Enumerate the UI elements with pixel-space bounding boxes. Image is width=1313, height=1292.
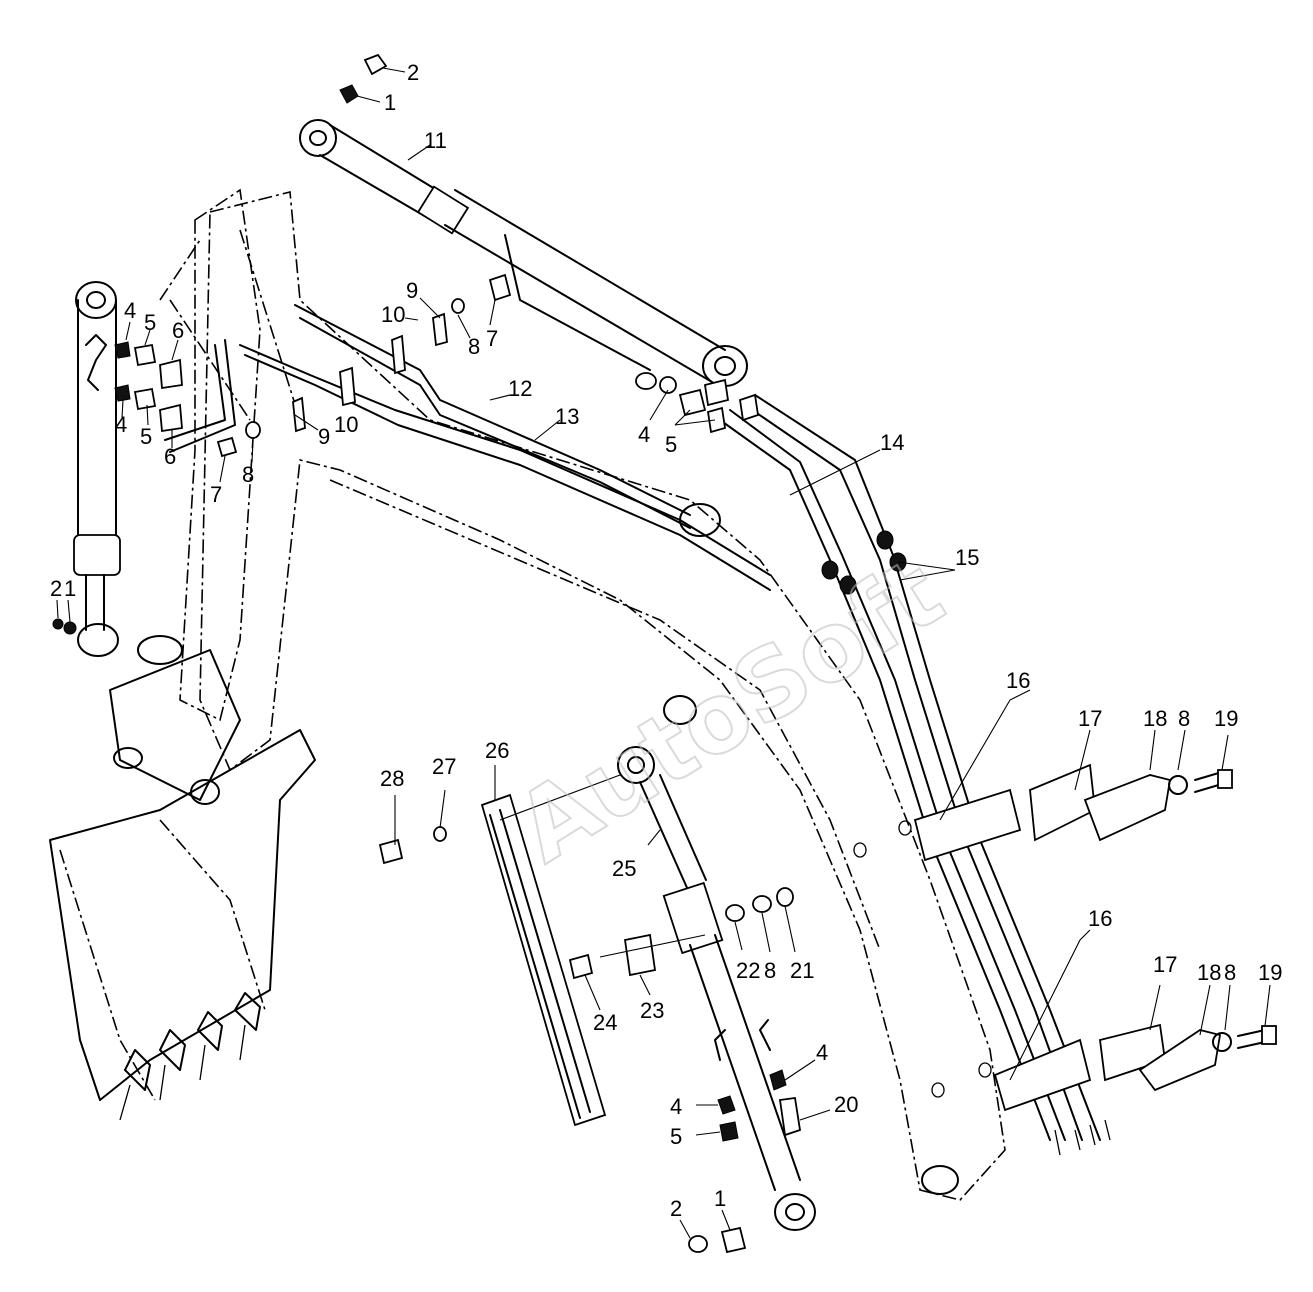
callout-labels: 2 1 11 4 5 6 4 5 6 7 8 9 10 9 10 8 7 12 … bbox=[50, 60, 1282, 1221]
callout-12: 12 bbox=[508, 376, 532, 401]
callout-8: 8 bbox=[242, 462, 254, 487]
callout-9: 9 bbox=[318, 424, 330, 449]
callout-8: 8 bbox=[468, 334, 480, 359]
callout-13: 13 bbox=[555, 404, 579, 429]
callout-14: 14 bbox=[880, 430, 904, 455]
callout-5: 5 bbox=[144, 310, 156, 335]
clamp-assembly-upper bbox=[853, 763, 1233, 862]
callout-19: 19 bbox=[1214, 706, 1238, 731]
callout-23: 23 bbox=[640, 998, 664, 1023]
callout-19: 19 bbox=[1258, 960, 1282, 985]
callout-2-top: 2 bbox=[407, 60, 419, 85]
callout-1: 1 bbox=[714, 1186, 726, 1211]
callout-24: 24 bbox=[593, 1010, 617, 1035]
callout-17: 17 bbox=[1078, 706, 1102, 731]
callout-17: 17 bbox=[1153, 952, 1177, 977]
callout-16: 16 bbox=[1006, 668, 1030, 693]
callout-5: 5 bbox=[670, 1124, 682, 1149]
callout-2: 2 bbox=[50, 576, 62, 601]
bucket bbox=[49, 635, 316, 1121]
callout-4: 4 bbox=[124, 298, 136, 323]
leader-lines bbox=[56, 67, 1271, 1239]
callout-28: 28 bbox=[380, 766, 404, 791]
callout-8: 8 bbox=[1224, 960, 1236, 985]
bucket-cylinder bbox=[617, 746, 816, 1231]
callout-4: 4 bbox=[115, 412, 127, 437]
callout-7: 7 bbox=[486, 326, 498, 351]
callout-22: 22 bbox=[736, 958, 760, 983]
guide-plate bbox=[480, 793, 607, 1127]
callout-10: 10 bbox=[334, 412, 358, 437]
callout-8: 8 bbox=[764, 958, 776, 983]
callout-6: 6 bbox=[172, 318, 184, 343]
callout-10: 10 bbox=[381, 302, 405, 327]
callout-2: 2 bbox=[670, 1196, 682, 1221]
hardware bbox=[52, 53, 1111, 1254]
callout-18: 18 bbox=[1197, 960, 1221, 985]
callout-5: 5 bbox=[665, 432, 677, 457]
callout-20: 20 bbox=[834, 1092, 858, 1117]
callout-1: 1 bbox=[64, 576, 76, 601]
arm-cylinder-left bbox=[73, 281, 121, 657]
callout-1-top: 1 bbox=[384, 90, 396, 115]
callout-4: 4 bbox=[638, 422, 650, 447]
callout-26: 26 bbox=[485, 738, 509, 763]
callout-6: 6 bbox=[164, 444, 176, 469]
callout-8: 8 bbox=[1178, 706, 1190, 731]
callout-21: 21 bbox=[790, 958, 814, 983]
callout-7: 7 bbox=[210, 482, 222, 507]
callout-16: 16 bbox=[1088, 906, 1112, 931]
callout-9: 9 bbox=[406, 278, 418, 303]
callout-25: 25 bbox=[612, 856, 636, 881]
watermark: AutoSoft bbox=[497, 536, 961, 884]
boom-cylinder-top bbox=[299, 119, 748, 387]
callout-18: 18 bbox=[1143, 706, 1167, 731]
arm-outline bbox=[159, 188, 261, 722]
callout-5: 5 bbox=[140, 424, 152, 449]
callout-11: 11 bbox=[424, 128, 447, 153]
callout-4: 4 bbox=[670, 1094, 682, 1119]
callout-15: 15 bbox=[955, 545, 979, 570]
callout-4: 4 bbox=[816, 1040, 828, 1065]
clamp-assembly-lower bbox=[931, 1023, 1277, 1112]
callout-27: 27 bbox=[432, 754, 456, 779]
